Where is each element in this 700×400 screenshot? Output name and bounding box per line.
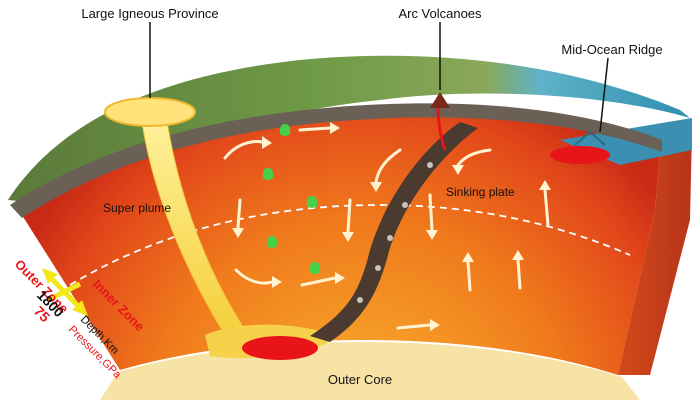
slab-droplets (357, 162, 433, 303)
mid-ocean-ridge (574, 130, 606, 146)
arc-volcano-magma (436, 107, 447, 151)
sinking-plate (310, 122, 478, 342)
ridge-magma (550, 146, 610, 164)
mantle-side-face (618, 130, 692, 375)
arc-volcano (430, 92, 450, 108)
green-blobs (262, 124, 321, 274)
label-sinking-plate: Sinking plate (446, 185, 515, 199)
label-large-igneous-province: Large Igneous Province (81, 6, 218, 21)
label-arc-volcanoes: Arc Volcanoes (398, 6, 482, 21)
label-outer-core: Outer Core (328, 372, 392, 387)
zone-boundary (69, 204, 631, 286)
flow-arrows (223, 126, 550, 330)
plume-head (104, 97, 196, 127)
surface-land-ocean (8, 55, 690, 205)
flow-arrowheads (232, 122, 551, 331)
melt-pool (242, 336, 318, 360)
zone-cross-arrow (42, 268, 88, 316)
label-mid-ocean-ridge: Mid-Ocean Ridge (561, 42, 662, 57)
leader-lines (149, 22, 609, 133)
mantle-body (20, 110, 660, 376)
label-super-plume: Super plume (103, 201, 171, 215)
